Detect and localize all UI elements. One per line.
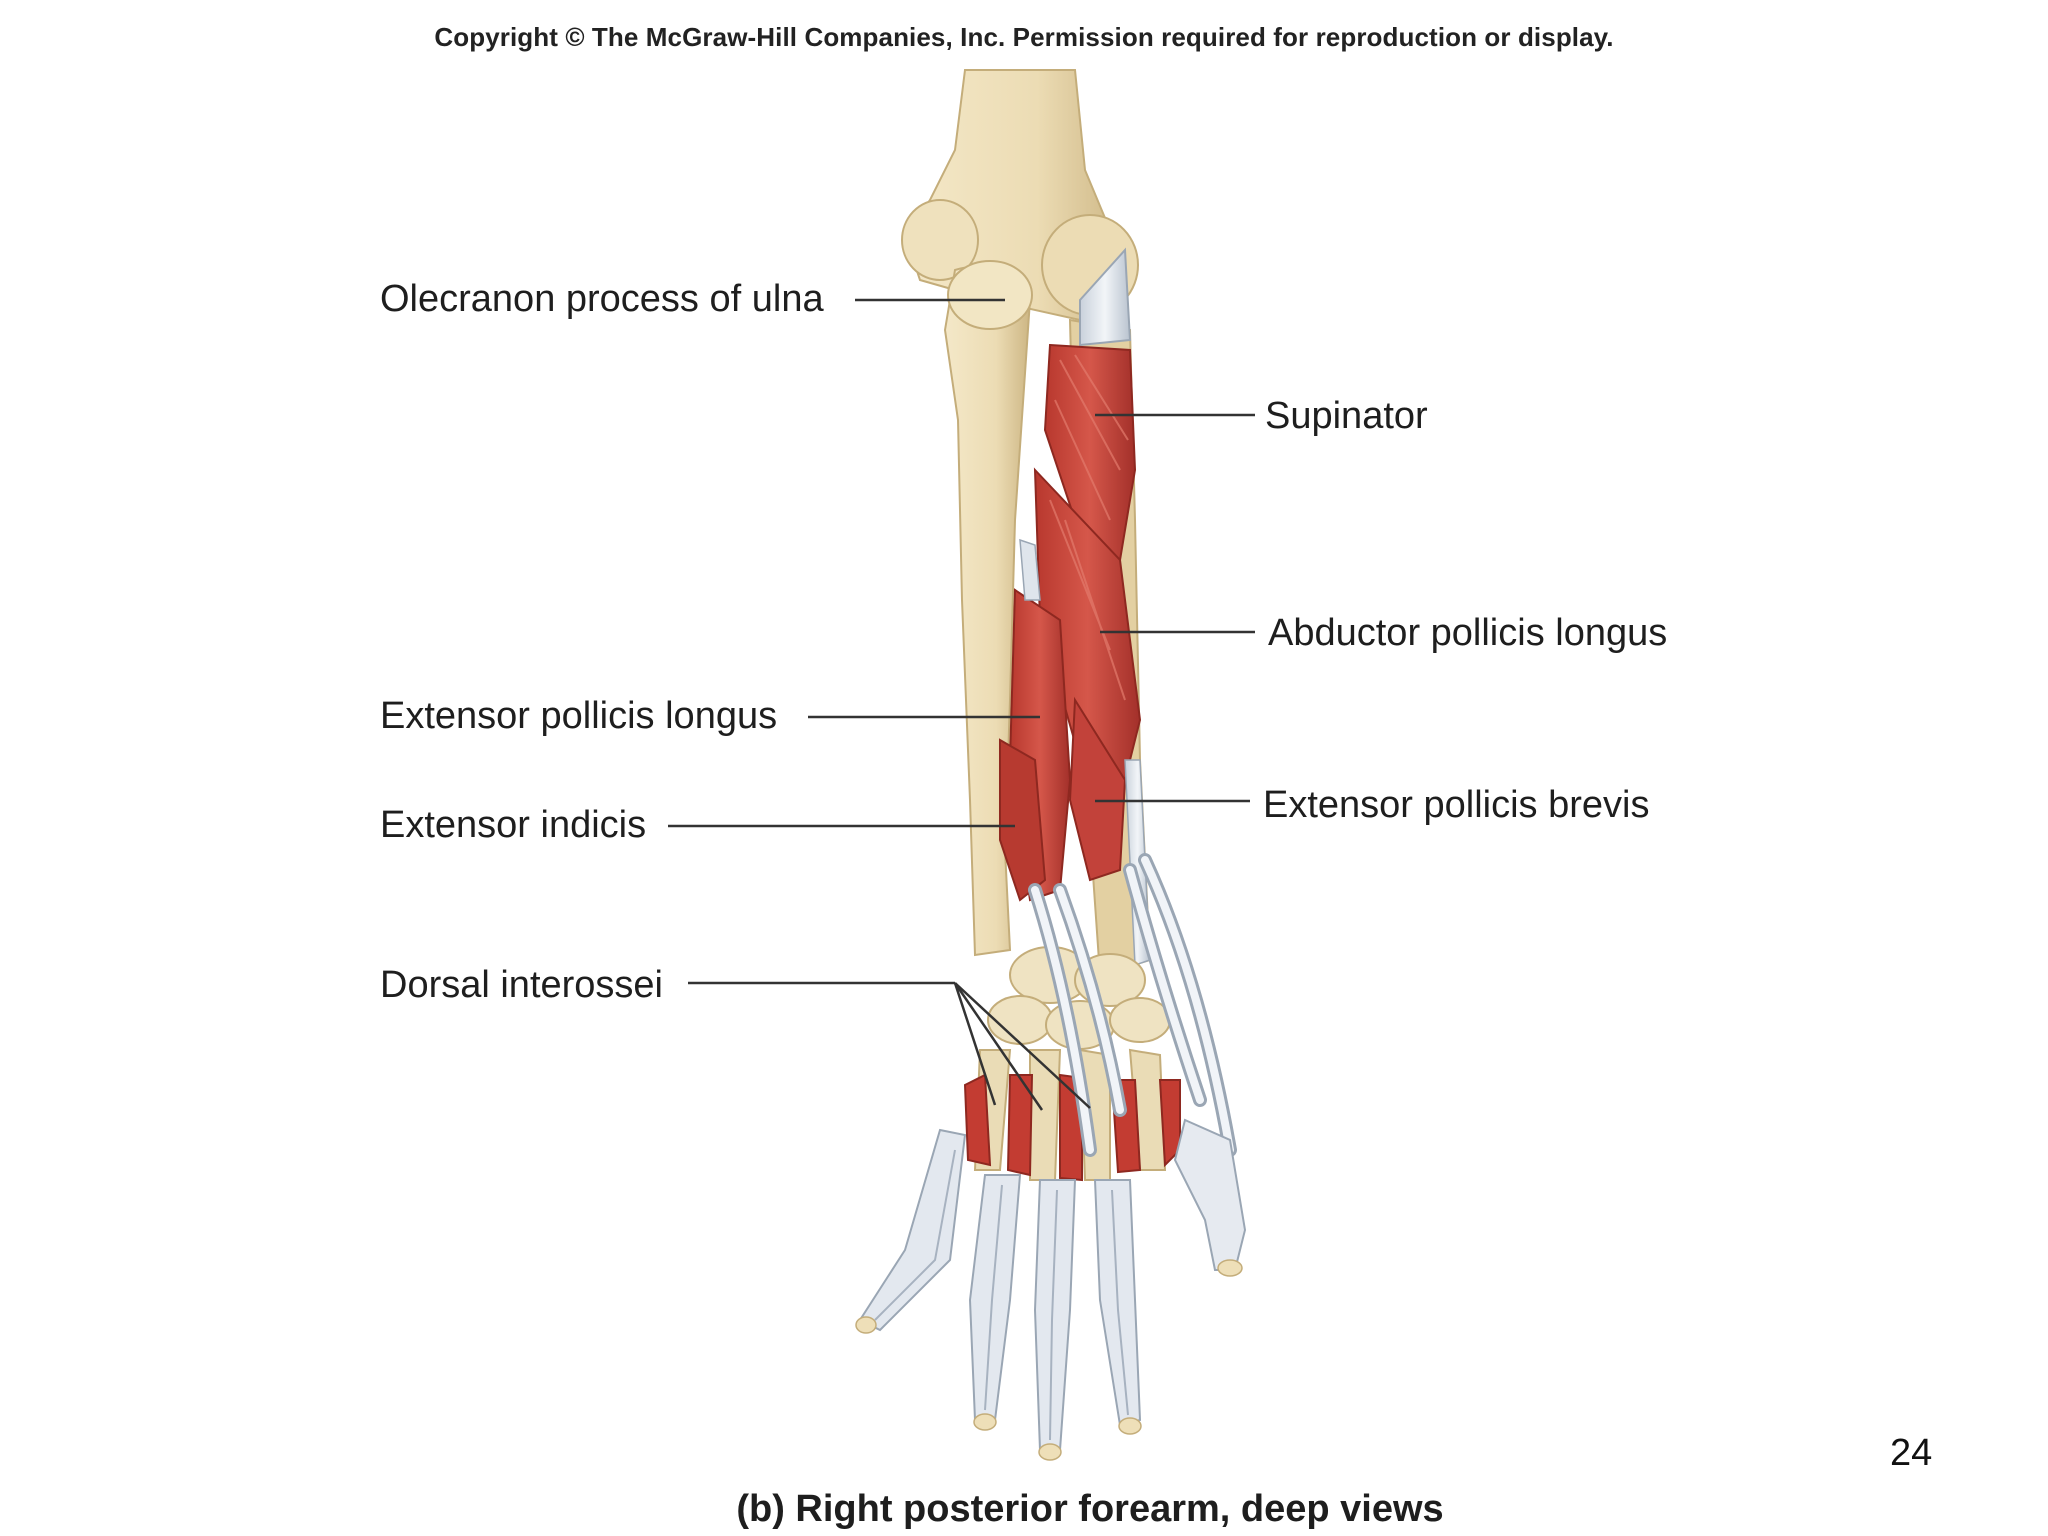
fingers [855,1128,1142,1461]
label-extensor-indicis: Extensor indicis [380,804,647,846]
label-abductor-pollicis-longus: Abductor pollicis longus [1268,612,1668,654]
ulna-tendon-strip [1019,538,1041,601]
copyright-notice: Copyright © The McGraw-Hill Companies, I… [434,22,1614,52]
leader-lines [668,298,1255,1111]
label-olecranon: Olecranon process of ulna [380,278,824,320]
figure-caption: (b) Right posterior forearm, deep views [736,1488,1444,1530]
label-dorsal-interossei: Dorsal interossei [380,964,663,1006]
dorsal-interossei-muscles [963,1073,1181,1182]
ring-finger [968,1174,1022,1421]
medial-epicondyle [901,199,979,281]
olecranon-process [947,260,1033,330]
label-extensor-pollicis-brevis: Extensor pollicis brevis [1263,784,1650,826]
label-extensor-pollicis-longus: Extensor pollicis longus [380,695,778,737]
page-number: 24 [1890,1432,1933,1474]
little-finger [858,1128,967,1332]
label-supinator: Supinator [1265,395,1428,437]
extensor-pollicis-brevis-muscle [1068,696,1127,882]
elbow-ligament [1079,247,1132,347]
